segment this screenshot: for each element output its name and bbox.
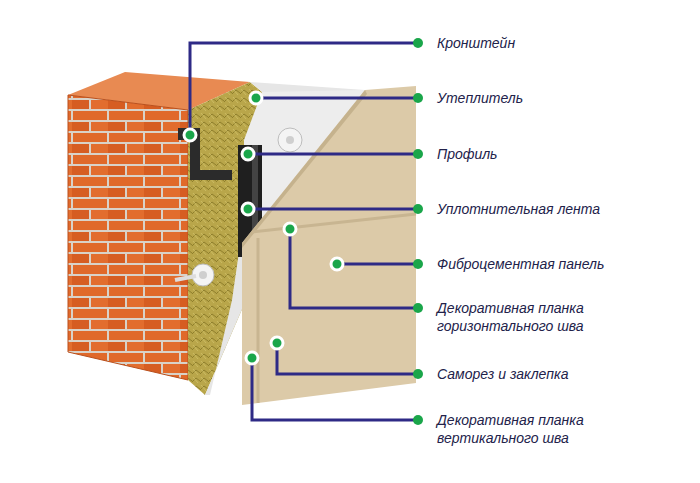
callout-label: Декоративная планка вертикального шва bbox=[437, 411, 642, 447]
callout-label: Уплотнительная лента bbox=[437, 200, 642, 218]
callout-label: Фиброцементная панель bbox=[437, 255, 642, 273]
callout-label: Утеплитель bbox=[437, 89, 642, 107]
callout-label: Декоративная планка горизонтального шва bbox=[437, 299, 642, 335]
callout-label: Кронштейн bbox=[437, 34, 642, 52]
callout-label: Профиль bbox=[437, 145, 642, 163]
callout-label: Саморез и заклепка bbox=[437, 365, 642, 383]
